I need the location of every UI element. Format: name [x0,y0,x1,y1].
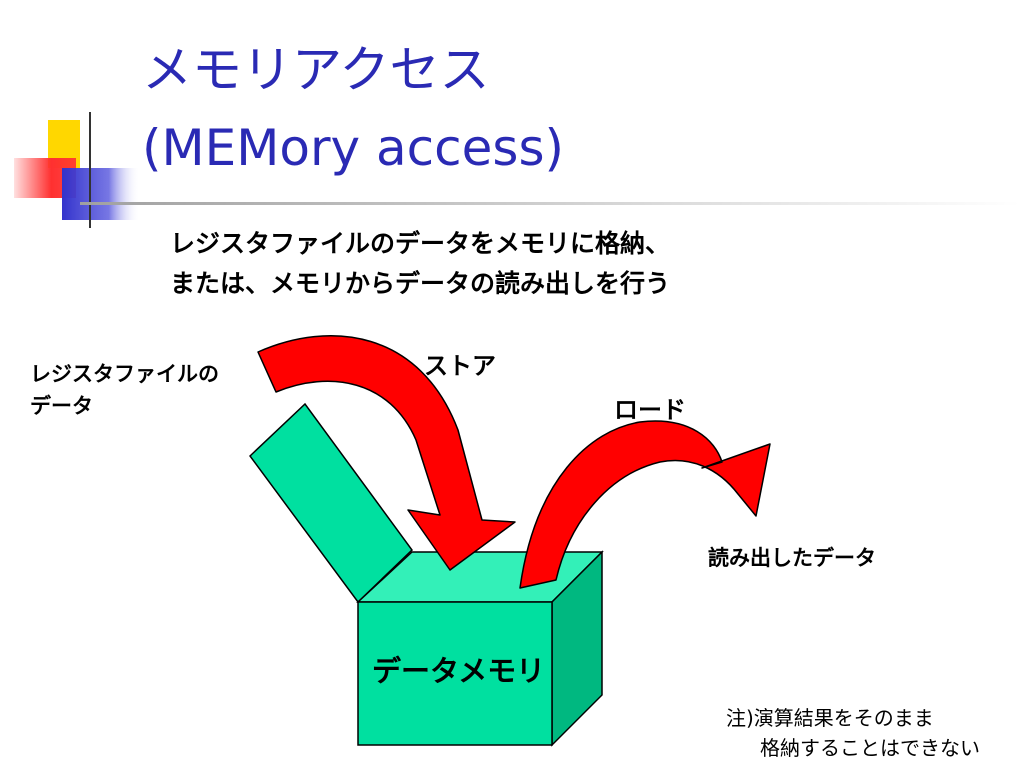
title-divider [80,202,1020,205]
data-memory-label: データメモリ [372,654,546,688]
register-data-slab [249,402,413,604]
note-line-1: 注)演算結果をそのまま [726,706,934,730]
slide-corner-decoration-icon [14,112,148,228]
load-arrow [519,420,771,589]
store-label: ストア [424,352,496,380]
store-arrow [257,335,516,571]
load-label: ロード [614,396,686,424]
subtitle-line-1: レジスタファイルのデータをメモリに格納、 [170,229,671,258]
data-memory-front-face [357,601,553,746]
register-data-label-line-2: データ [30,394,93,418]
subtitle-line-2: または、メモリからデータの読み出しを行う [170,269,671,298]
note-line-2: 格納することはできない [760,736,980,760]
read-data-label: 読み出したデータ [708,546,876,570]
page-title-english: (MEMory access) [142,119,564,177]
page-title-japanese: メモリアクセス [142,41,490,99]
register-data-label-line-1: レジスタファイルの [30,362,219,386]
